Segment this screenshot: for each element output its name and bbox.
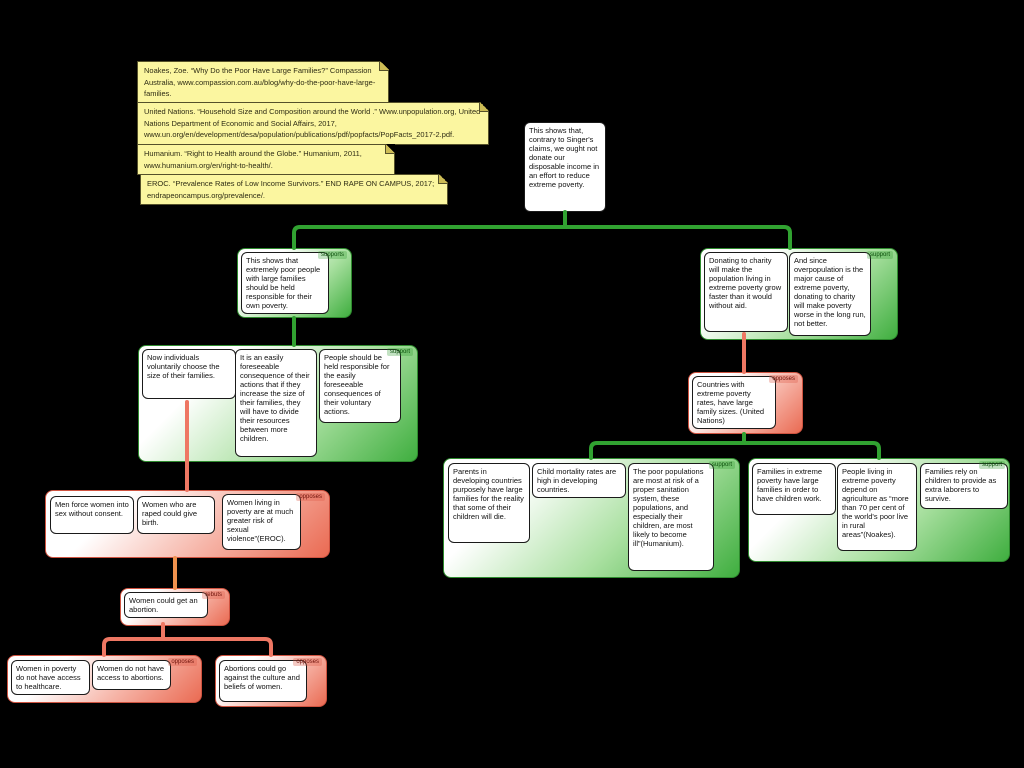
- support-group-left[interactable]: supports This shows that extremely poor …: [237, 248, 352, 318]
- relation-tag: opposes: [296, 493, 325, 501]
- premise-box[interactable]: And since overpopulation is the major ca…: [789, 252, 871, 336]
- premise-box[interactable]: Families in extreme poverty have large f…: [752, 463, 836, 515]
- oppose-group-culture[interactable]: opposes Abortions could go against the c…: [215, 655, 327, 707]
- premise-box[interactable]: People should be held responsible for th…: [319, 349, 401, 423]
- support-group-labor[interactable]: support Families in extreme poverty have…: [748, 458, 1010, 562]
- premise-box[interactable]: The poor populations are most at risk of…: [628, 463, 714, 571]
- premise-box[interactable]: Women who are raped could give birth.: [137, 496, 215, 534]
- premise-box[interactable]: Abortions could go against the culture a…: [219, 660, 307, 702]
- connector-root-to-branches: [292, 210, 792, 250]
- connector-countries-to-support-groups: [589, 432, 881, 460]
- premise-box[interactable]: Countries with extreme poverty rates, ha…: [692, 376, 776, 429]
- citation-note[interactable]: Humanium. “Right to Health around the Gl…: [137, 144, 395, 176]
- relation-tag: opposes: [168, 658, 197, 666]
- oppose-group-access[interactable]: opposes Women in poverty do not have acc…: [7, 655, 202, 703]
- claim-box[interactable]: This shows that extremely poor people wi…: [241, 252, 329, 314]
- relation-tag: opposes: [769, 375, 798, 383]
- oppose-group-consent[interactable]: opposes Men force women into sex without…: [45, 490, 330, 558]
- premise-box[interactable]: Women in poverty do not have access to h…: [11, 660, 90, 695]
- relation-tag: support: [866, 251, 893, 259]
- root-claim-box[interactable]: This shows that, contrary to Singer's cl…: [524, 122, 606, 212]
- premise-box[interactable]: Donating to charity will make the popula…: [704, 252, 788, 332]
- rebut-group-abortion[interactable]: rebuts Women could get an abortion.: [120, 588, 230, 626]
- connector-rebut-to-oppose-groups: [102, 622, 273, 657]
- premise-box[interactable]: Child mortality rates are high in develo…: [532, 463, 626, 498]
- support-group-premises[interactable]: support Now individuals voluntarily choo…: [138, 345, 418, 462]
- relation-tag: support: [386, 348, 413, 356]
- support-group-right[interactable]: support Donating to charity will make th…: [700, 248, 898, 340]
- premise-box[interactable]: Now individuals voluntarily choose the s…: [142, 349, 236, 399]
- premise-box[interactable]: Women living in poverty are at much grea…: [222, 494, 301, 550]
- citation-note[interactable]: Noakes, Zoe. “Why Do the Poor Have Large…: [137, 61, 389, 104]
- premise-box[interactable]: Families rely on children to provide as …: [920, 463, 1008, 509]
- premise-box[interactable]: Women could get an abortion.: [124, 592, 208, 618]
- relation-tag: supports: [317, 251, 347, 259]
- citation-note[interactable]: EROC. “Prevalence Rates of Low Income Su…: [140, 174, 448, 206]
- premise-box[interactable]: It is an easily foreseeable consequence …: [235, 349, 317, 457]
- relation-tag: support: [708, 461, 735, 469]
- support-group-mortality[interactable]: support Parents in developing countries …: [443, 458, 740, 578]
- relation-tag: support: [978, 461, 1005, 469]
- citation-note[interactable]: United Nations. “Household Size and Comp…: [137, 102, 489, 145]
- relation-tag: opposes: [293, 658, 322, 666]
- oppose-group-countries[interactable]: opposes Countries with extreme poverty r…: [688, 372, 803, 434]
- premise-box[interactable]: Women do not have access to abortions.: [92, 660, 171, 690]
- premise-box[interactable]: People living in extreme poverty depend …: [837, 463, 917, 551]
- premise-box[interactable]: Parents in developing countries purposel…: [448, 463, 530, 543]
- relation-tag: rebuts: [202, 591, 225, 599]
- premise-box[interactable]: Men force women into sex without consent…: [50, 496, 134, 534]
